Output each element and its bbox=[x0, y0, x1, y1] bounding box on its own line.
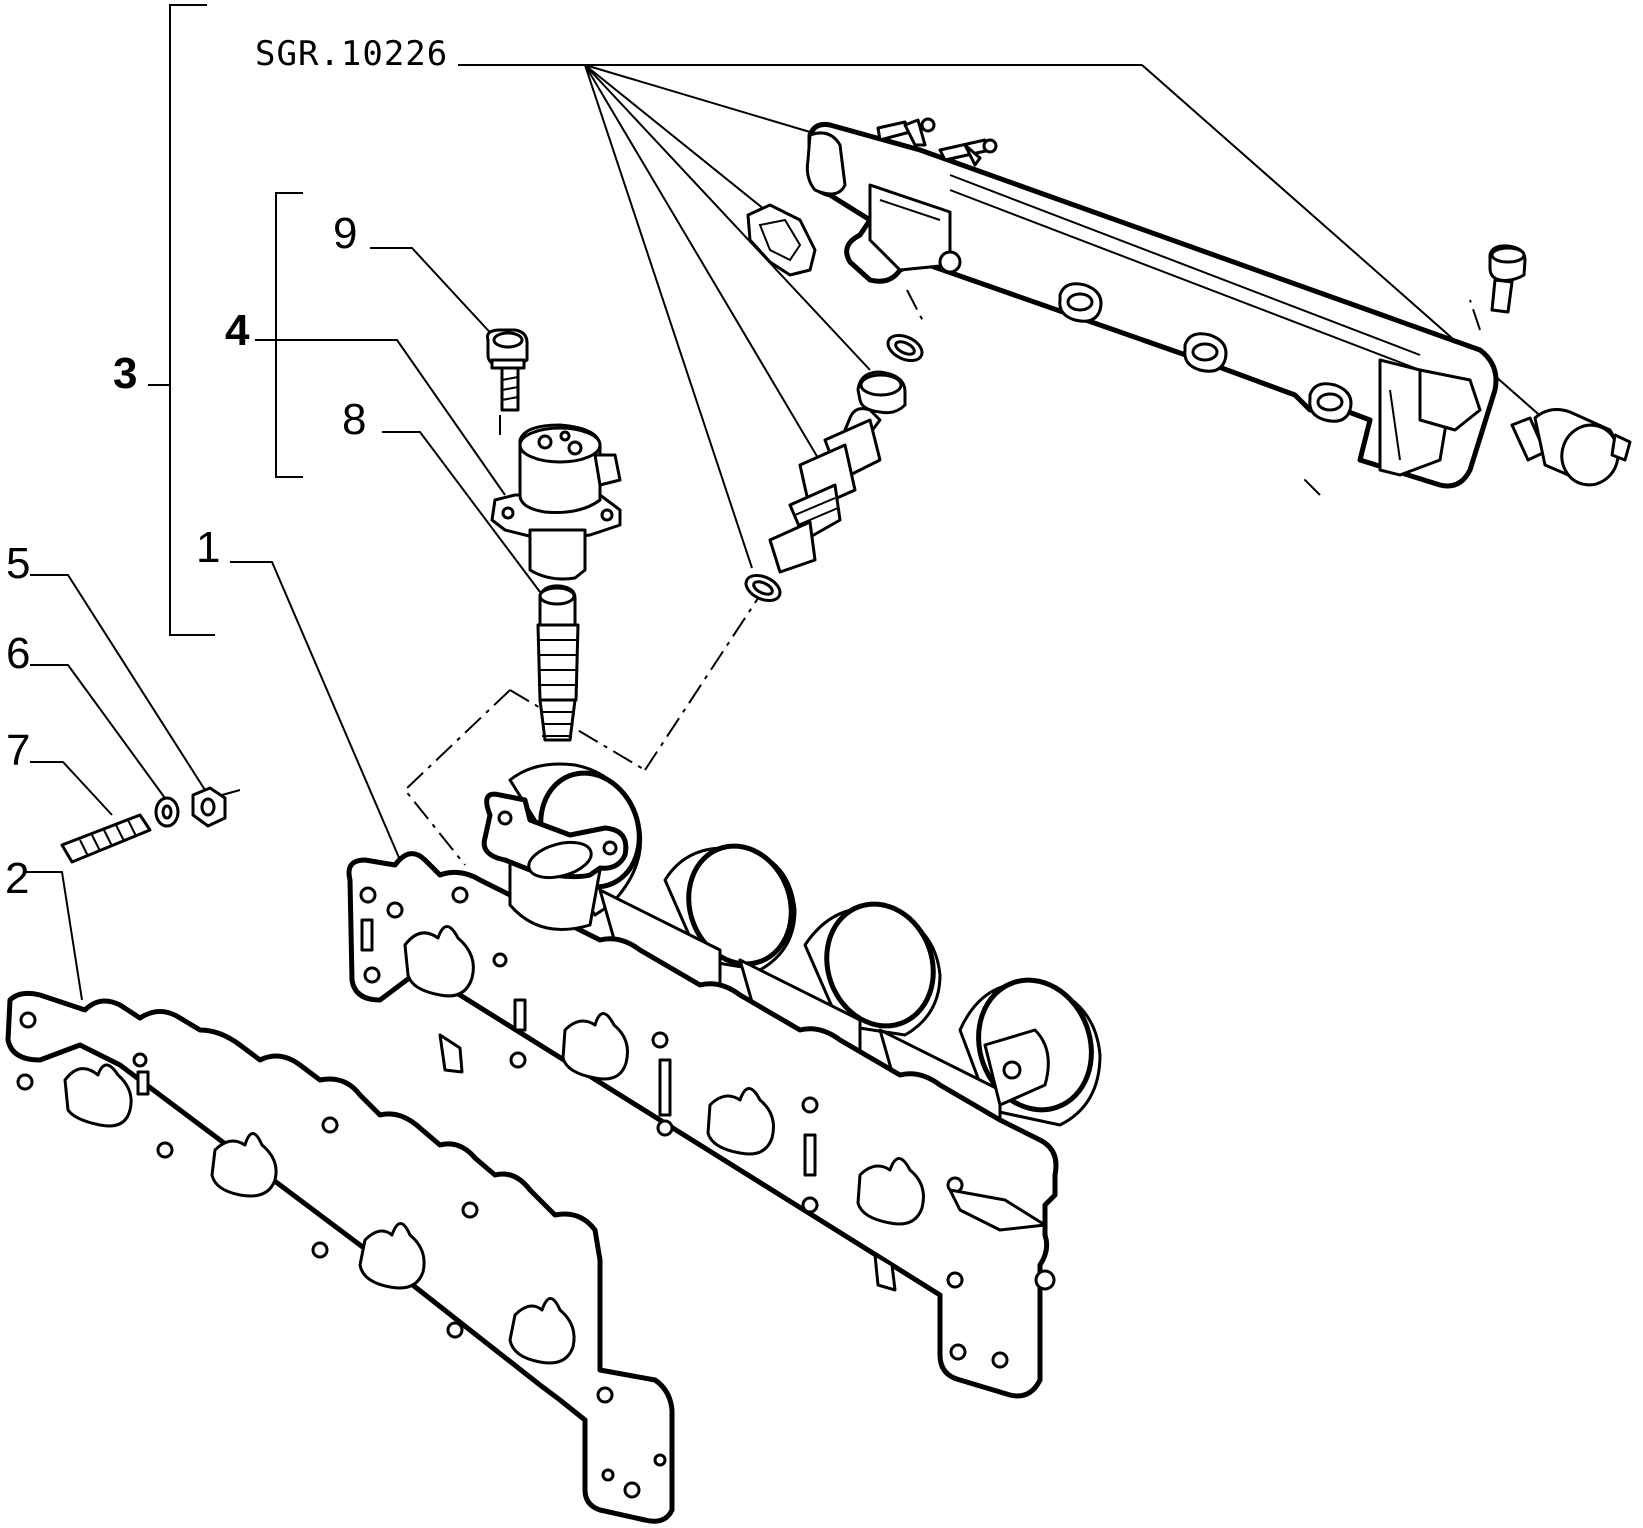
intake-manifold bbox=[346, 762, 1102, 1399]
stud bbox=[60, 813, 152, 864]
fuel-injector bbox=[768, 407, 882, 574]
callout-6: 6 bbox=[6, 629, 30, 678]
callout-8: 8 bbox=[342, 395, 366, 444]
callout-9: 9 bbox=[333, 209, 357, 258]
fuel-rail-bolt bbox=[1488, 244, 1527, 314]
nut bbox=[191, 786, 227, 828]
callout-7: 7 bbox=[6, 726, 30, 775]
callout-2: 2 bbox=[5, 854, 29, 903]
group-bracket-4 bbox=[275, 192, 303, 478]
callout-4: 4 bbox=[225, 306, 250, 355]
reference-leader-lines bbox=[458, 64, 1546, 569]
callout-3: 3 bbox=[113, 349, 137, 398]
retaining-clip bbox=[746, 203, 817, 277]
pressure-regulator bbox=[1510, 408, 1632, 487]
o-ring-upper bbox=[886, 333, 924, 363]
gasket bbox=[5, 990, 675, 1524]
bolt bbox=[486, 328, 529, 412]
plunger bbox=[536, 584, 580, 742]
fuel-rail bbox=[805, 117, 1499, 489]
o-ring-lower bbox=[744, 573, 782, 603]
injector-seal bbox=[856, 370, 907, 415]
callout-1: 1 bbox=[196, 523, 220, 572]
callout-leader-lines bbox=[24, 247, 541, 1001]
reference-code: SGR.10226 bbox=[255, 34, 448, 74]
washer bbox=[154, 796, 180, 828]
callout-5: 5 bbox=[6, 539, 30, 588]
callout-labels: 1 2 3 4 5 6 7 8 9 bbox=[5, 209, 366, 903]
group-bracket-3 bbox=[148, 4, 215, 636]
idle-control-valve bbox=[490, 423, 622, 581]
